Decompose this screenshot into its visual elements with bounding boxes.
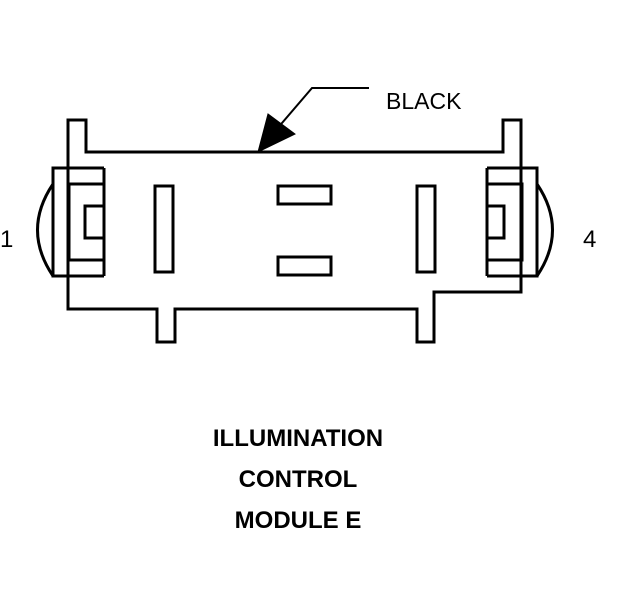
title-line-1: ILLUMINATION [212, 425, 384, 452]
title-line-3: MODULE E [234, 507, 362, 534]
pin-number-left: 1 [0, 226, 14, 253]
terminal-slot-3 [276, 255, 333, 277]
right-latch [485, 166, 554, 278]
terminal-slot-4 [415, 184, 437, 274]
callout-arrowhead-icon [257, 113, 296, 153]
pin-number-right: 4 [583, 226, 597, 253]
title-line-2: CONTROL [238, 466, 358, 493]
callout-leader-line [275, 87, 369, 131]
component-title: ILLUMINATION CONTROL MODULE E [198, 418, 398, 541]
connector-housing-outline [66, 118, 523, 344]
terminal-slot-1 [153, 184, 175, 274]
terminal-slot-2 [276, 184, 333, 206]
left-latch [36, 166, 106, 278]
callout-label-black: BLACK [386, 88, 462, 114]
